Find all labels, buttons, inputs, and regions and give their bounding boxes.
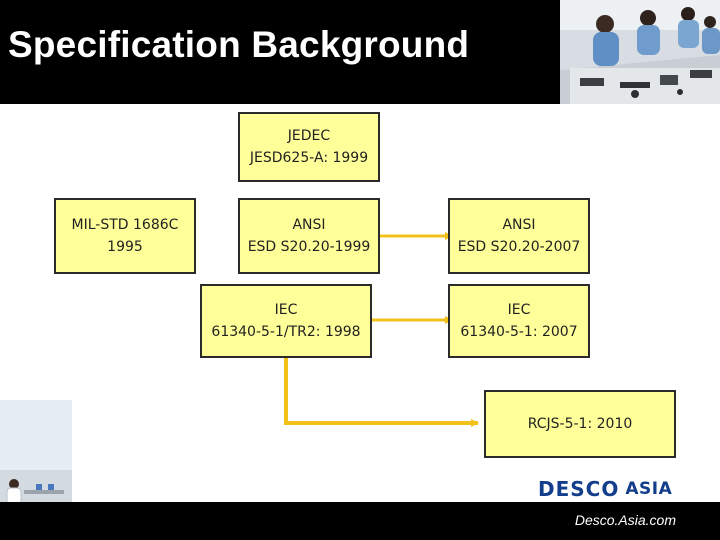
jedec-org-label: JEDEC [287,128,331,144]
lab-workers-photo [560,0,720,104]
footer-url: Desco.Asia.com [574,512,676,528]
iec-1998-box: IEC 61340-5-1/TR2: 1998 [200,284,372,358]
mil-std-spec-label: MIL-STD 1686C [71,217,179,233]
rcjs-spec-label: RCJS-5-1: 2010 [527,416,633,432]
iec-2007-spec-label: 61340-5-1: 2007 [460,324,578,340]
ansi-1999-box: ANSI ESD S20.20-1999 [238,198,380,274]
iec-2007-org-label: IEC [507,302,531,318]
logo-main-text: DESCO [538,477,620,501]
iec-1998-org-label: IEC [274,302,298,318]
mil-std-box: MIL-STD 1686C 1995 [54,198,196,274]
footer-bar [0,502,720,540]
jedec-spec-label: JESD625-A: 1999 [249,150,369,166]
ansi-2007-org-label: ANSI [502,217,536,233]
ansi-2007-spec-label: ESD S20.20-2007 [457,239,581,255]
desco-asia-logo: DESCO ASIA [538,477,673,501]
ansi-1999-org-label: ANSI [292,217,326,233]
arrow-iec-1998-to-rcjs [284,356,479,427]
ansi-1999-spec-label: ESD S20.20-1999 [247,239,371,255]
ansi-2007-box: ANSI ESD S20.20-2007 [448,198,590,274]
worker-photo [0,400,72,504]
jedec-box: JEDEC JESD625-A: 1999 [238,112,380,182]
mil-std-year-label: 1995 [107,239,143,255]
slide-title: Specification Background [8,24,470,65]
rcjs-box: RCJS-5-1: 2010 [484,390,676,458]
iec-2007-box: IEC 61340-5-1: 2007 [448,284,590,358]
logo-sub-text: ASIA [625,479,673,499]
iec-1998-spec-label: 61340-5-1/TR2: 1998 [211,324,361,340]
